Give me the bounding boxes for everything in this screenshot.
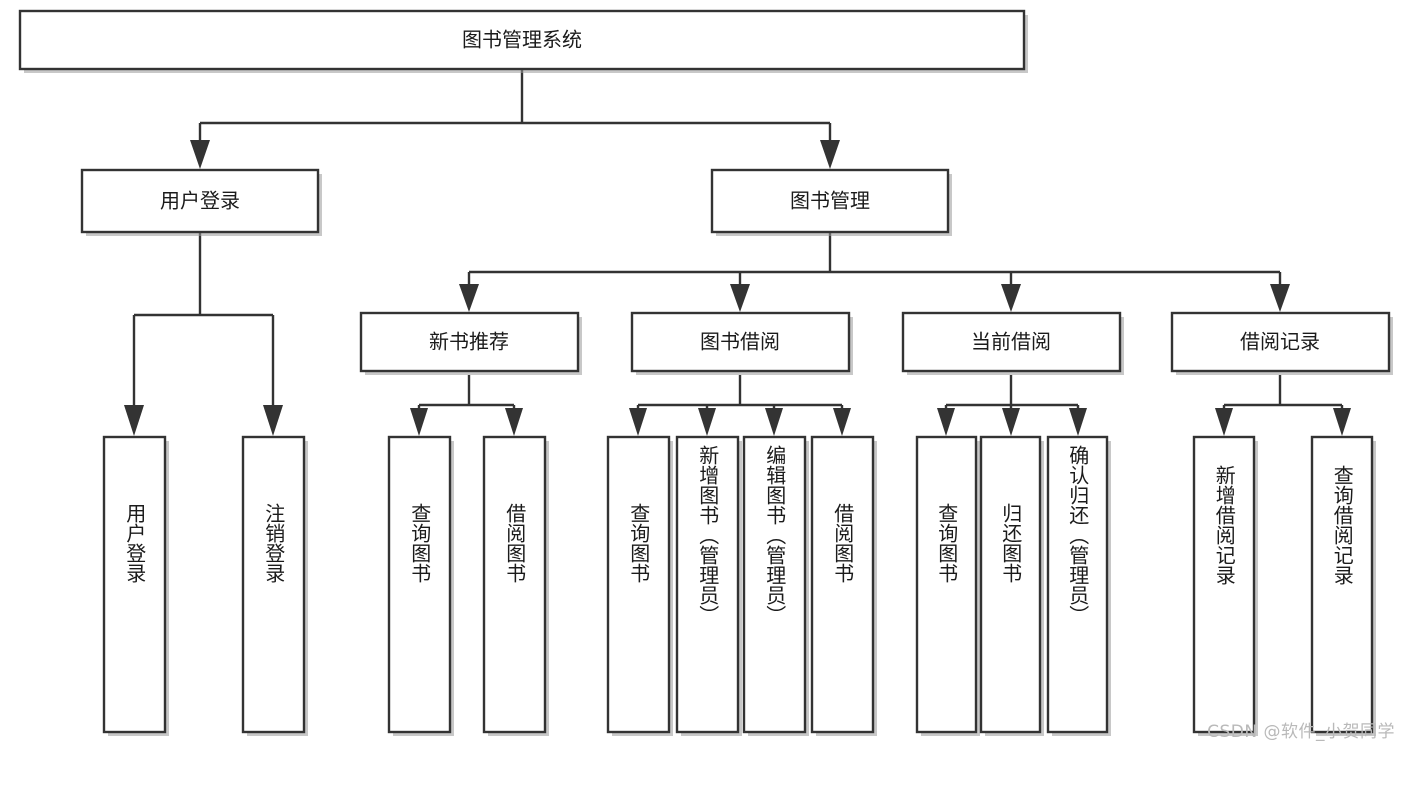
new-book-recommend-node-label: 新书推荐 xyxy=(429,330,509,354)
leaf-box-confirm-return[interactable] xyxy=(1046,435,1109,734)
connector-layer xyxy=(124,69,1351,436)
leaf-box-borrow-book[interactable] xyxy=(810,435,875,734)
book-management-node-box[interactable] xyxy=(710,168,950,234)
leaf-box-add-book[interactable] xyxy=(675,435,740,734)
root-node-label: 图书管理系统 xyxy=(462,28,582,52)
arrowhead-currentborrow-leaf-1 xyxy=(937,408,955,436)
arrowhead-leaf-user-login xyxy=(124,405,144,436)
leaf-box-logout[interactable] xyxy=(241,435,306,734)
watermark-text: CSDN @软件_小贺同学 xyxy=(1207,722,1395,742)
node-layer xyxy=(18,9,1393,736)
arrowhead-borrowrecords-leaf-1 xyxy=(1215,408,1233,436)
borrow-records-node-label: 借阅记录 xyxy=(1240,330,1320,354)
hierarchy-tree-svg: 图书管理系统 用户登录 图书管理 新书推荐 图书借阅 当前借阅 借阅记录 xyxy=(18,9,1393,736)
leaf-box-current-query[interactable] xyxy=(915,435,978,734)
arrowhead-newbook-leaf-2 xyxy=(505,408,523,436)
borrow-records-node-box[interactable] xyxy=(1170,311,1391,373)
arrowhead-book-borrow xyxy=(730,284,750,312)
diagram-canvas: 图书管理系统 用户登录 图书管理 新书推荐 图书借阅 当前借阅 借阅记录 用户登… xyxy=(18,9,1395,742)
arrowhead-leaf-logout xyxy=(263,405,283,436)
arrowhead-bookborrow-leaf-3 xyxy=(765,408,783,436)
arrowhead-newbook-leaf-1 xyxy=(410,408,428,436)
leaf-box-edit-book[interactable] xyxy=(742,435,807,734)
arrowhead-user-login xyxy=(190,140,210,169)
user-login-node-box[interactable] xyxy=(80,168,320,234)
leaf-box-query-record[interactable] xyxy=(1310,435,1374,734)
leaf-box-newbook-borrow[interactable] xyxy=(482,435,547,734)
leaf-box-user-login[interactable] xyxy=(102,435,167,734)
arrowhead-borrowrecords-leaf-2 xyxy=(1333,408,1351,436)
arrowhead-new-book-recommend xyxy=(459,284,479,312)
book-borrow-node-label: 图书借阅 xyxy=(700,330,780,354)
leaf-box-borrow-query[interactable] xyxy=(606,435,671,734)
arrowhead-book-mgmt xyxy=(820,140,840,169)
leaf-box-add-record[interactable] xyxy=(1192,435,1256,734)
root-node-box[interactable] xyxy=(18,9,1026,71)
new-book-recommend-node-box[interactable] xyxy=(359,311,580,373)
arrowhead-currentborrow-leaf-2 xyxy=(1002,408,1020,436)
user-login-node-label: 用户登录 xyxy=(160,189,240,213)
arrowhead-borrow-records xyxy=(1270,284,1290,312)
arrowhead-bookborrow-leaf-4 xyxy=(833,408,851,436)
arrowhead-bookborrow-leaf-2 xyxy=(698,408,716,436)
current-borrow-node-box[interactable] xyxy=(901,311,1122,373)
book-management-node-label: 图书管理 xyxy=(790,189,870,213)
arrowhead-currentborrow-leaf-3 xyxy=(1069,408,1087,436)
arrowhead-bookborrow-leaf-1 xyxy=(629,408,647,436)
current-borrow-node-label: 当前借阅 xyxy=(971,330,1051,354)
label-layer: 图书管理系统 用户登录 图书管理 新书推荐 图书借阅 当前借阅 借阅记录 xyxy=(160,28,1320,354)
leaf-box-newbook-query[interactable] xyxy=(387,435,452,734)
arrowhead-current-borrow xyxy=(1001,284,1021,312)
book-borrow-node-box[interactable] xyxy=(630,311,851,373)
leaf-box-return-book[interactable] xyxy=(979,435,1042,734)
